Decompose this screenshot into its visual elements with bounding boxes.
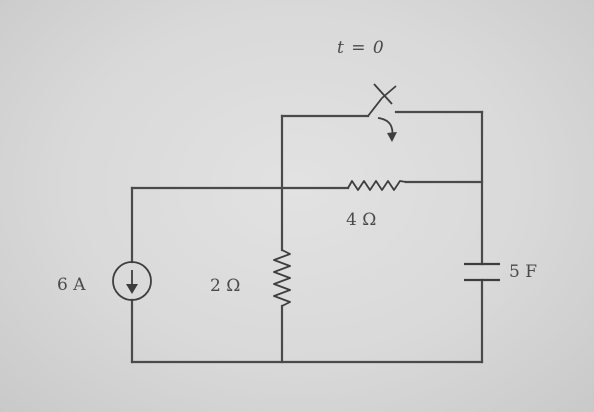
resistor-2-ohm (273, 249, 291, 307)
capacitor (464, 262, 500, 282)
switch-label: t = 0 (337, 38, 385, 58)
resistor-2-ohm-label: 2 Ω (210, 276, 241, 296)
switch (367, 83, 397, 142)
resistor-4-ohm-label: 4 Ω (346, 210, 377, 230)
capacitor-label: 5 F (509, 262, 538, 282)
resistor-4-ohm (347, 180, 407, 191)
current-source-label: 6 A (57, 275, 86, 295)
switch-arrow-head (387, 132, 397, 142)
current-source (112, 261, 152, 301)
